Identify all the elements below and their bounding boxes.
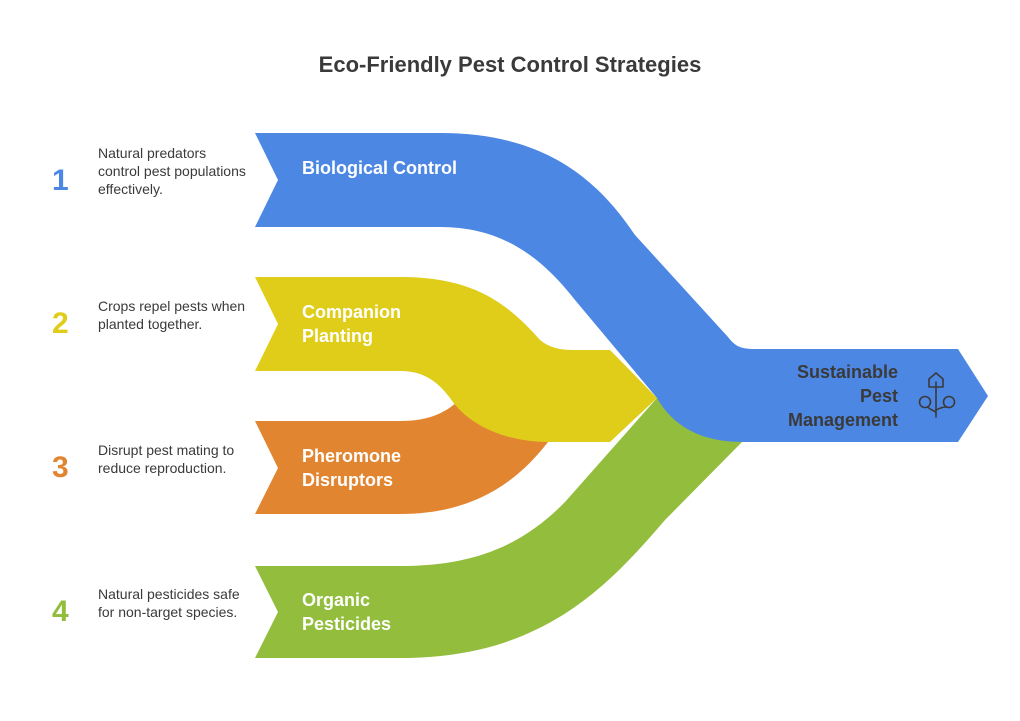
step-number-4: 4 — [52, 595, 69, 628]
plant-sprout-icon — [918, 372, 956, 418]
step-description-3: Disrupt pest mating to reduce reproducti… — [98, 442, 235, 476]
band-label-organic-pesticides: Organic Pesticides — [302, 590, 392, 634]
band-organic-pesticides — [255, 398, 742, 658]
step-description-1: Natural predators control pest populatio… — [98, 145, 246, 197]
band-pheromone-disruptors — [255, 397, 548, 514]
band-label-companion-planting: Companion Planting — [302, 302, 401, 346]
band-companion-planting — [255, 277, 657, 442]
step-number-1: 1 — [52, 164, 69, 197]
band-label-biological-control: Biological Control — [302, 158, 457, 178]
outcome-label: Sustainable Pest Management — [787, 362, 898, 430]
step-description-2: Crops repel pests when planted together. — [98, 298, 246, 332]
step-description-4: Natural pesticides safe for non-target s… — [98, 586, 240, 620]
band-label-pheromone-disruptors: Pheromone Disruptors — [302, 446, 402, 490]
step-number-2: 2 — [52, 307, 69, 340]
band-biological-control — [255, 133, 988, 442]
step-number-3: 3 — [52, 451, 69, 484]
page-title: Eco-Friendly Pest Control Strategies — [318, 52, 702, 77]
